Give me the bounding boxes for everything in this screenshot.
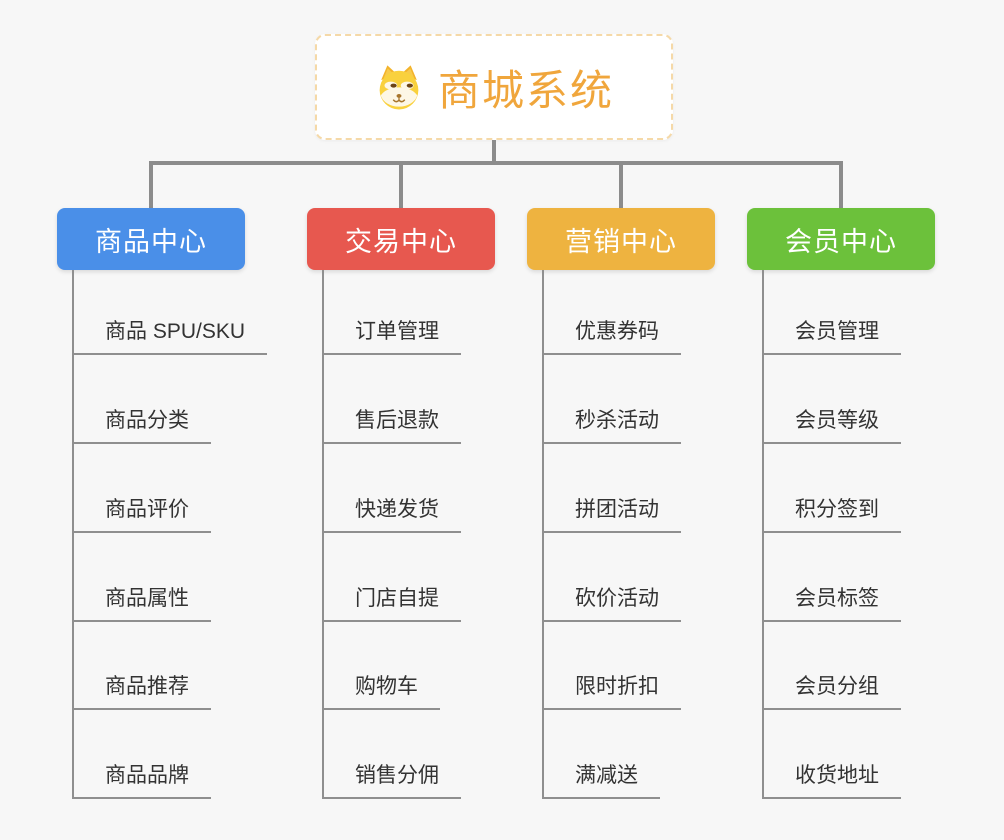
branch-spine: [322, 270, 324, 799]
branch-spine: [762, 270, 764, 799]
connector-bus: [149, 161, 843, 165]
root-title: 商城系统: [437, 66, 614, 114]
connector-drop-marketing: [619, 161, 623, 208]
leaf-node[interactable]: 快递发货: [322, 498, 461, 533]
leaf-node[interactable]: 商品分类: [72, 409, 211, 444]
leaf-node[interactable]: 购物车: [322, 675, 440, 710]
branch-header-member-center[interactable]: 会员中心: [747, 208, 935, 270]
leaf-node[interactable]: 销售分佣: [322, 764, 461, 799]
leaf-node[interactable]: 会员等级: [762, 409, 901, 444]
leaf-node[interactable]: 商品评价: [72, 498, 211, 533]
leaf-node[interactable]: 满减送: [542, 764, 660, 799]
leaf-node[interactable]: 秒杀活动: [542, 409, 681, 444]
branch-marketing-center: 营销中心 优惠券码 秒杀活动 拼团活动 砍价活动 限时折扣 满减送: [527, 208, 787, 808]
leaf-node[interactable]: 收货地址: [762, 764, 901, 799]
leaf-node[interactable]: 积分签到: [762, 498, 901, 533]
connector-drop-member: [839, 161, 843, 208]
connector-drop-product: [149, 161, 153, 208]
leaf-node[interactable]: 商品品牌: [72, 764, 211, 799]
shiba-dog-icon: [379, 65, 419, 110]
connector-root-stem: [492, 140, 496, 164]
leaf-node[interactable]: 会员分组: [762, 675, 901, 710]
leaf-node[interactable]: 商品 SPU/SKU: [72, 320, 268, 355]
branch-spine: [72, 270, 74, 799]
leaf-node[interactable]: 订单管理: [322, 320, 461, 355]
leaf-node[interactable]: 限时折扣: [542, 675, 681, 710]
leaf-node[interactable]: 会员标签: [762, 587, 901, 622]
branch-header-product-center[interactable]: 商品中心: [57, 208, 245, 270]
leaf-node[interactable]: 商品推荐: [72, 675, 211, 710]
branch-member-center: 会员中心 会员管理 会员等级 积分签到 会员标签 会员分组 收货地址: [747, 208, 1004, 808]
branch-spine: [542, 270, 544, 799]
leaf-node[interactable]: 门店自提: [322, 587, 461, 622]
branch-product-center: 商品中心 商品 SPU/SKU 商品分类 商品评价 商品属性 商品推荐 商品品牌: [57, 208, 317, 808]
root-node-mall-system[interactable]: 商城系统: [315, 34, 673, 140]
leaf-node[interactable]: 商品属性: [72, 587, 211, 622]
leaf-node[interactable]: 会员管理: [762, 320, 901, 355]
leaf-node[interactable]: 优惠券码: [542, 320, 681, 355]
leaf-node[interactable]: 拼团活动: [542, 498, 681, 533]
branch-header-marketing-center[interactable]: 营销中心: [527, 208, 715, 270]
branch-trade-center: 交易中心 订单管理 售后退款 快递发货 门店自提 购物车 销售分佣: [307, 208, 567, 808]
connector-drop-trade: [399, 161, 403, 208]
branch-header-trade-center[interactable]: 交易中心: [307, 208, 495, 270]
leaf-node[interactable]: 售后退款: [322, 409, 461, 444]
leaf-node[interactable]: 砍价活动: [542, 587, 681, 622]
